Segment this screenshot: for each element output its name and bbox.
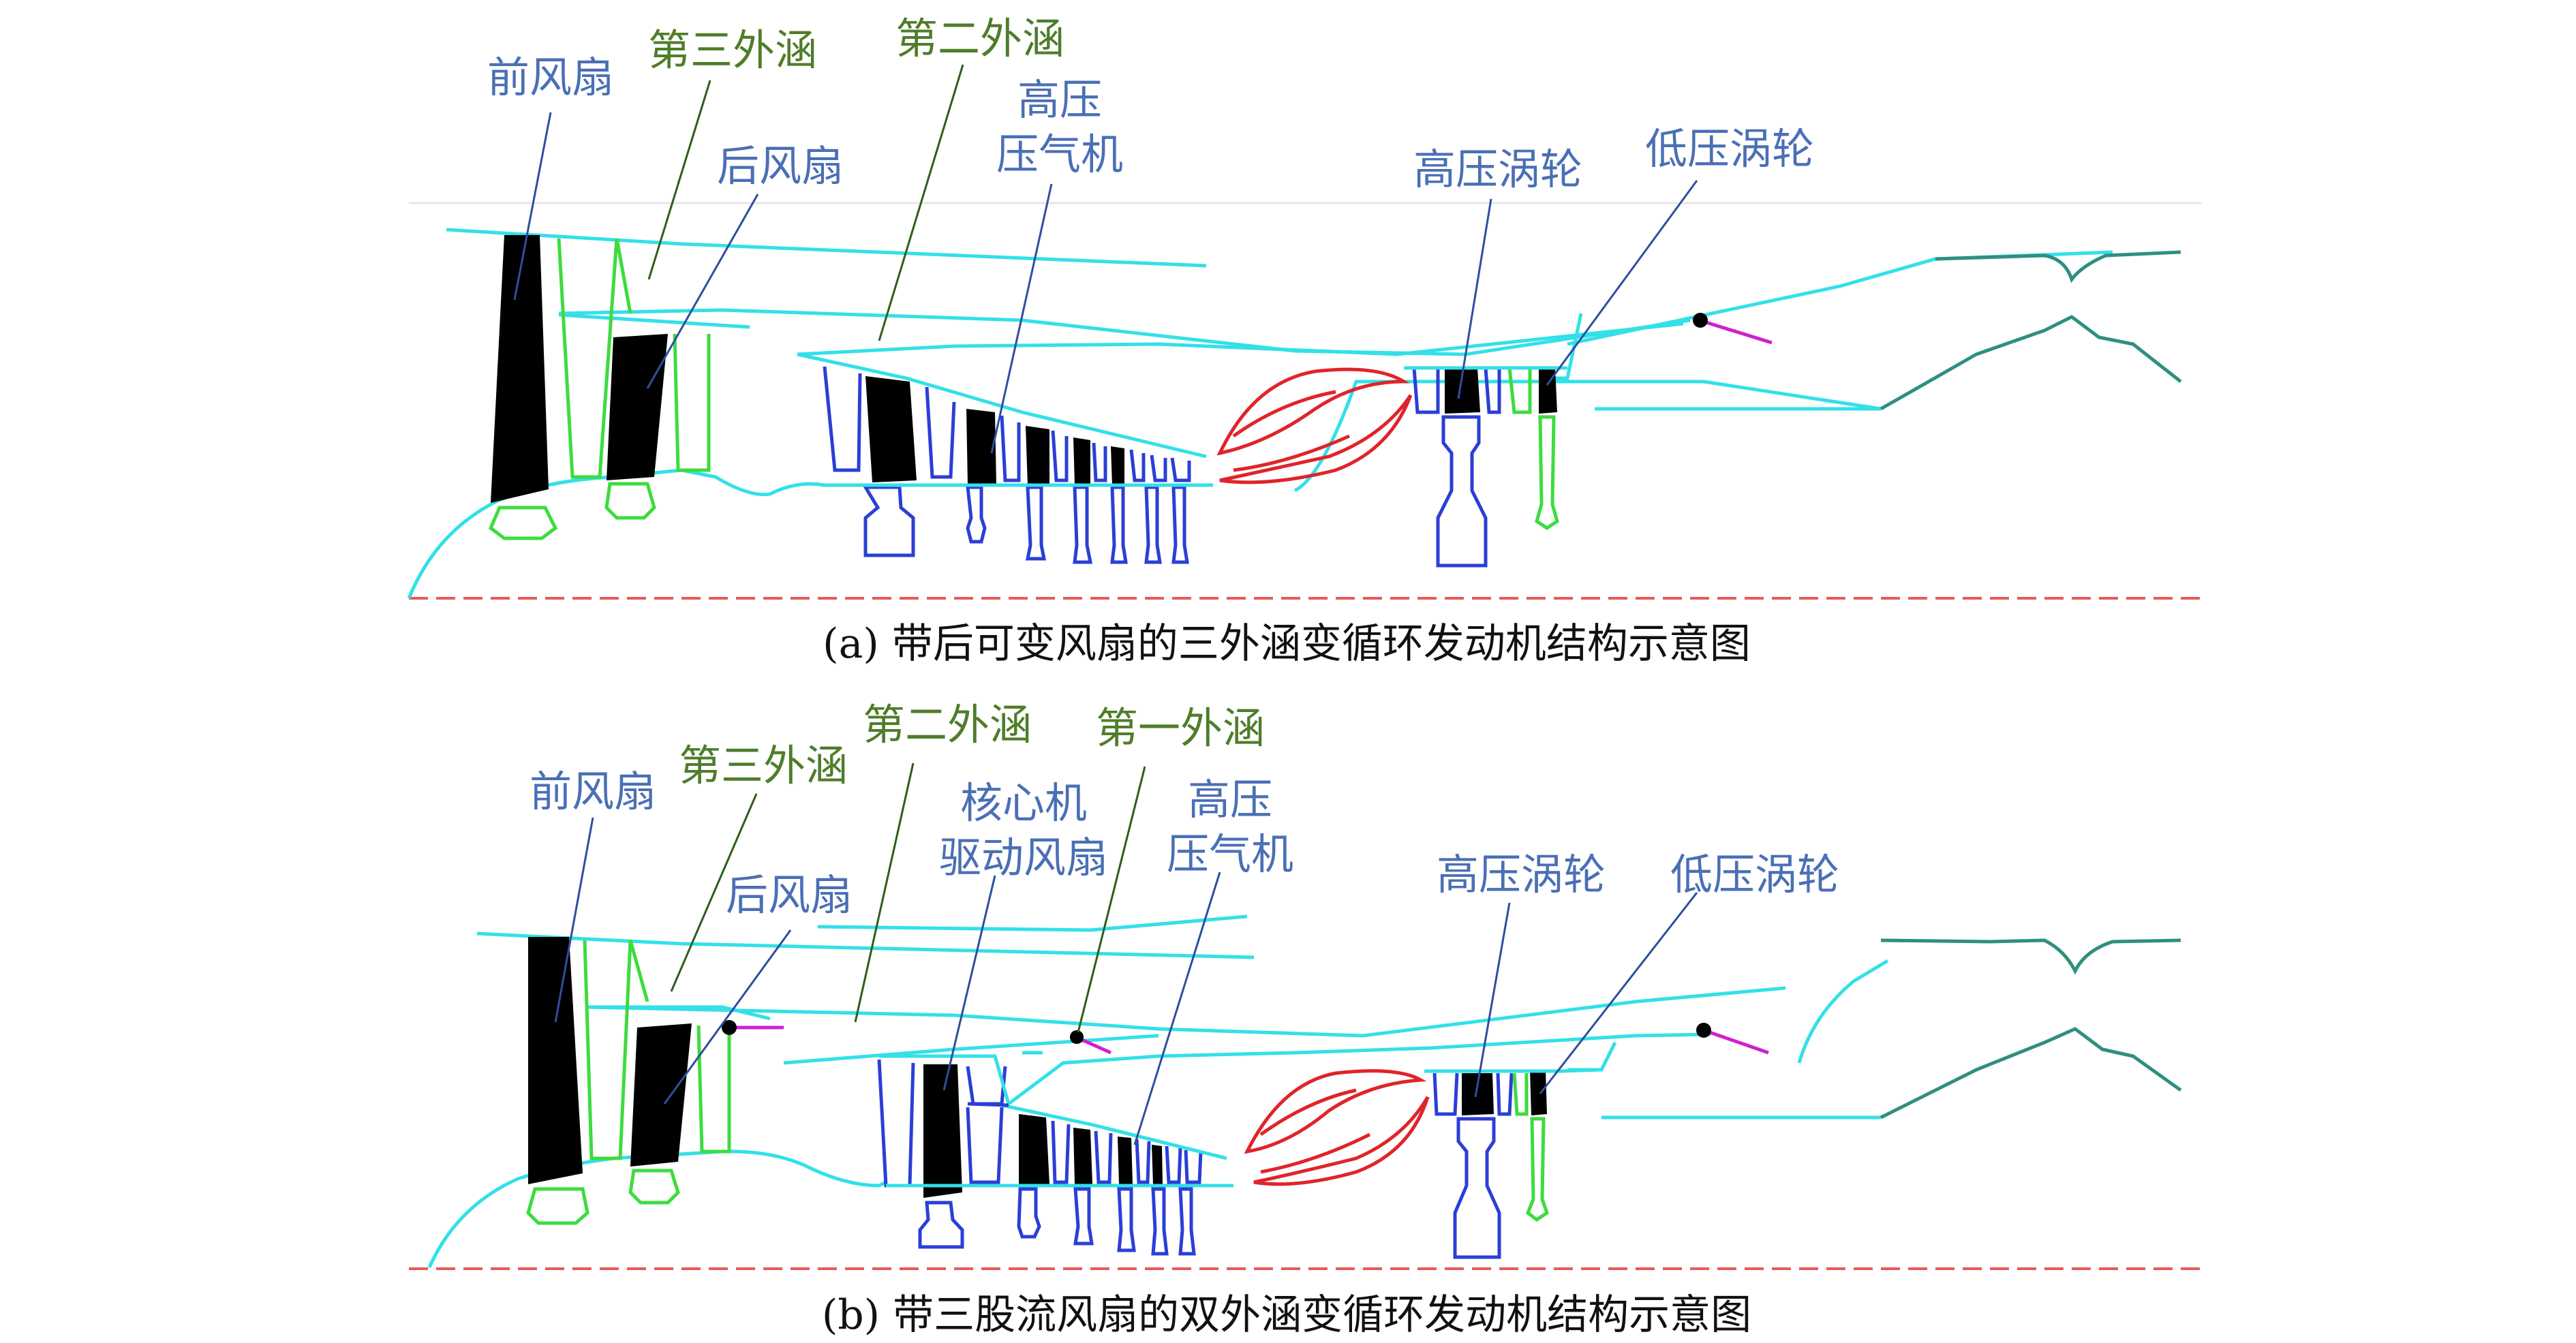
hpc-blade-2 <box>966 409 996 485</box>
label-core-fan-line2: 驱动风扇 <box>939 833 1108 882</box>
combustor <box>1244 1069 1430 1186</box>
hp-compressor <box>797 352 1213 564</box>
front-fan-stator <box>488 238 632 540</box>
lpt-blade <box>1530 1070 1547 1115</box>
label-hpt: 高压涡轮 <box>1437 850 1606 899</box>
label-rear-fan: 后风扇 <box>726 870 853 920</box>
label-front-fan: 前风扇 <box>530 767 656 816</box>
diagram-a: 前风扇 第三外涵 后风扇 第二外涵 高压 压气机 高压涡轮 低压涡轮 (a) 带… <box>407 14 2205 668</box>
label-lpt: 低压涡轮 <box>1670 850 1839 899</box>
label-hpc-line2: 压气机 <box>1167 829 1293 879</box>
label-front-fan: 前风扇 <box>487 52 614 102</box>
turbines <box>1404 366 1567 568</box>
label-hpc-line1: 高压 <box>1017 75 1102 125</box>
front-fan-blade <box>528 937 583 1184</box>
core-fan-and-hpc <box>877 1054 1233 1256</box>
hpc-blade-3 <box>1026 426 1049 485</box>
labels-b: 前风扇 第三外涵 后风扇 第二外涵 核心机 驱动风扇 第一外涵 高压 压气机 高… <box>530 700 1839 920</box>
diagram-b: 前风扇 第三外涵 后风扇 第二外涵 核心机 驱动风扇 第一外涵 高压 压气机 高… <box>409 700 2205 1339</box>
label-lpt: 低压涡轮 <box>1645 124 1814 174</box>
label-core-fan-line1: 核心机 <box>960 778 1087 828</box>
hpt-blade <box>1445 368 1480 414</box>
label-third-bypass: 第三外涵 <box>679 741 848 790</box>
label-first-bypass: 第一外涵 <box>1096 703 1265 753</box>
nozzle <box>1880 938 2182 1120</box>
front-fan-stator <box>526 940 649 1225</box>
hpt-blade <box>1462 1073 1494 1115</box>
front-fan-blade <box>491 235 549 503</box>
label-rear-fan: 后风扇 <box>717 141 844 191</box>
variable-valve <box>1693 313 1773 345</box>
hpc-blade-4 <box>1152 1145 1163 1184</box>
hpc-blade-4 <box>1073 437 1090 485</box>
caption-a: (a) 带后可变风扇的三外涵变循环发动机结构示意图 <box>823 620 1751 668</box>
lpt-blade <box>1539 368 1557 414</box>
rear-fan-blade <box>607 334 668 480</box>
label-hpt: 高压涡轮 <box>1413 144 1582 194</box>
label-hpc-line1: 高压 <box>1188 775 1272 824</box>
rear-fan-stator <box>628 1025 731 1205</box>
core-fan-blade <box>923 1064 962 1198</box>
label-hpc-line2: 压气机 <box>996 129 1123 179</box>
label-second-bypass: 第二外涵 <box>895 14 1064 63</box>
nozzle <box>1880 250 2182 411</box>
caption-b: (b) 带三股流风扇的双外涵变循环发动机结构示意图 <box>822 1291 1751 1339</box>
label-second-bypass: 第二外涵 <box>863 700 1032 750</box>
label-third-bypass: 第三外涵 <box>648 25 817 75</box>
rear-fan-blade <box>630 1023 692 1167</box>
hpc-blade-1 <box>1019 1114 1049 1184</box>
leader-lines-b <box>554 762 1698 1145</box>
rear-fan-stator <box>604 333 711 520</box>
hpc-blade-3 <box>1118 1137 1133 1184</box>
turbines <box>1424 1068 1602 1259</box>
leader-lines-a <box>513 64 1698 454</box>
hpc-blade-1 <box>865 376 917 482</box>
labels-a: 前风扇 第三外涵 后风扇 第二外涵 高压 压气机 高压涡轮 低压涡轮 <box>487 14 1814 194</box>
hpc-blade-2 <box>1073 1128 1092 1184</box>
hpc-blade-5 <box>1111 446 1124 485</box>
variable-valves <box>722 1020 1769 1055</box>
combustor <box>1216 367 1413 484</box>
outer-casing <box>407 228 2113 599</box>
